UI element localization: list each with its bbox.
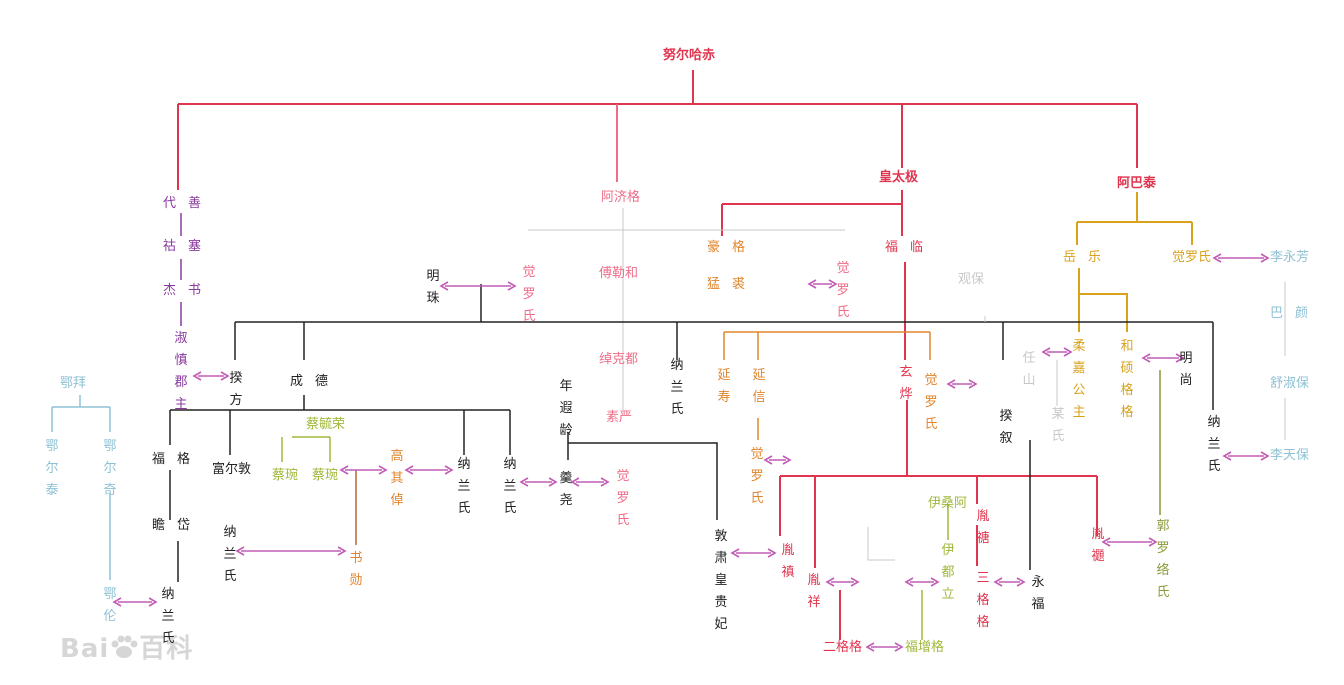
person-yanshou: 延寿 — [717, 368, 731, 405]
person-abatai: 阿巴泰 — [1117, 176, 1157, 191]
person-lilai: 李永芳 — [1270, 250, 1310, 265]
person-jueluo6: 觉罗氏 — [750, 447, 764, 506]
person-shuxun: 书勋 — [349, 551, 363, 588]
person-suyan: 素严 — [606, 410, 633, 425]
tree-line — [1079, 293, 1128, 332]
marriage-arrow — [1101, 537, 1158, 547]
person-nalan2: 纳兰氏 — [1207, 415, 1221, 474]
person-jieshu: 杰书 — [163, 283, 214, 298]
person-eertai: 鄂尔泰 — [45, 439, 59, 498]
marriage-arrow — [993, 577, 1026, 587]
marriage-arrow — [807, 279, 838, 289]
marriage-arrow — [235, 546, 347, 556]
person-dunsu: 敦肃皇贵妃 — [714, 529, 728, 632]
person-renshan: 任山 — [1022, 351, 1036, 388]
person-jueluo1: 觉罗氏 — [522, 265, 536, 324]
person-azige: 阿济格 — [601, 190, 641, 205]
person-jueluo2: 觉罗氏 — [836, 261, 850, 320]
marriage-arrow — [946, 379, 978, 389]
person-mingzhu: 明珠 — [426, 269, 440, 306]
marriage-arrow — [112, 597, 158, 607]
person-daishan: 代善 — [163, 196, 214, 211]
person-zhongshi: 某氏 — [1051, 407, 1065, 444]
marriage-arrow — [570, 477, 610, 487]
person-nalan4: 纳兰氏 — [223, 525, 237, 584]
person-gaoqiwei: 高其倬 — [390, 449, 404, 508]
marriage-arrow — [339, 465, 388, 475]
person-yinxiang: 胤祥 — [807, 573, 821, 610]
marriage-arrow — [1141, 353, 1185, 363]
marriage-arrow — [192, 371, 230, 381]
person-fulehe: 傅勒和 — [599, 266, 639, 281]
person-nalan1: 纳兰氏 — [670, 358, 684, 417]
person-caiwan: 蔡琬 — [312, 468, 339, 483]
marriage-arrow — [1041, 347, 1073, 357]
tree-line — [568, 442, 718, 520]
person-xikexi: 绰克都 — [599, 352, 639, 367]
person-chengde: 成德 — [290, 374, 341, 389]
marriage-arrow — [763, 455, 792, 465]
person-hushai: 祜塞 — [163, 239, 214, 254]
person-ruidai: 瞻岱 — [152, 518, 203, 533]
person-jueluo4: 觉罗氏 — [924, 373, 938, 432]
person-yanxin: 延信 — [752, 368, 766, 405]
person-fuzengge: 福增格 — [905, 640, 945, 655]
person-lizhuoguo: 舒淑保 — [1270, 376, 1310, 391]
person-jueluo5: 觉罗氏 — [616, 469, 630, 528]
marriage-arrow — [730, 548, 777, 558]
person-shushenjunzhu: 淑慎郡主 — [174, 331, 188, 412]
person-eerqi: 鄂尔奇 — [103, 439, 117, 498]
person-nalan3: 纳兰氏 — [161, 587, 175, 646]
person-hongtaiji: 皇太极 — [879, 170, 919, 185]
person-yisanga: 伊桑阿 — [928, 496, 968, 511]
marriage-arrow — [439, 281, 517, 291]
person-mingshang: 明尚 — [1179, 351, 1193, 388]
person-yinti: 胤禵 — [1091, 527, 1105, 564]
person-nurhaci: 努尔哈赤 — [663, 48, 716, 63]
person-litianbao: 李天保 — [1270, 448, 1310, 463]
person-fulin: 福临 — [885, 240, 936, 255]
person-hesuogege: 和硕格格 — [1120, 339, 1134, 420]
marriage-arrow — [404, 465, 454, 475]
person-yongfu: 永福 — [1031, 575, 1045, 612]
marriage-arrow — [519, 477, 558, 487]
person-mengkui: 猛裘 — [707, 277, 758, 292]
person-yuele: 岳乐 — [1063, 250, 1114, 265]
person-sangege: 三格格 — [976, 571, 990, 630]
person-fuge: 福格 — [152, 452, 203, 467]
person-bajing: 巴颜 — [1270, 306, 1321, 321]
person-ergege: 二格格 — [823, 640, 863, 655]
person-caiban: 蔡琬 — [272, 468, 299, 483]
person-gengyao: 羹尧 — [559, 471, 573, 508]
person-yidouli: 伊都立 — [941, 543, 955, 602]
person-elun: 鄂伦 — [103, 587, 117, 624]
person-ebai: 鄂拜 — [60, 376, 87, 391]
person-guoluo: 郭罗络氏 — [1156, 519, 1170, 600]
person-fuerdun: 富尔敦 — [212, 462, 252, 477]
marriage-arrow — [1222, 451, 1270, 461]
person-guanbao: 观保 — [958, 272, 985, 287]
person-kuixu: 揆叙 — [999, 409, 1013, 446]
person-rouji: 柔嘉公主 — [1072, 339, 1086, 420]
person-nianxialing: 年遐龄 — [559, 379, 573, 438]
person-xiaoge: 豪格 — [707, 240, 758, 255]
person-nalan5: 纳兰氏 — [457, 457, 471, 516]
person-kuifang: 揆方 — [229, 371, 243, 408]
marriage-arrow — [1212, 253, 1270, 263]
person-yinzhen: 胤禛 — [781, 543, 795, 580]
person-yintang: 胤禟 — [976, 509, 990, 546]
marriage-arrow — [865, 642, 904, 652]
marriage-arrow — [904, 577, 940, 587]
person-xuanye: 玄烨 — [899, 365, 913, 402]
person-cailiyong: 蔡毓荣 — [306, 417, 346, 432]
tree-line — [867, 527, 895, 561]
person-jueluo3: 觉罗氏 — [1172, 250, 1212, 265]
person-nalan6: 纳兰氏 — [503, 457, 517, 516]
marriage-arrow — [825, 577, 860, 587]
